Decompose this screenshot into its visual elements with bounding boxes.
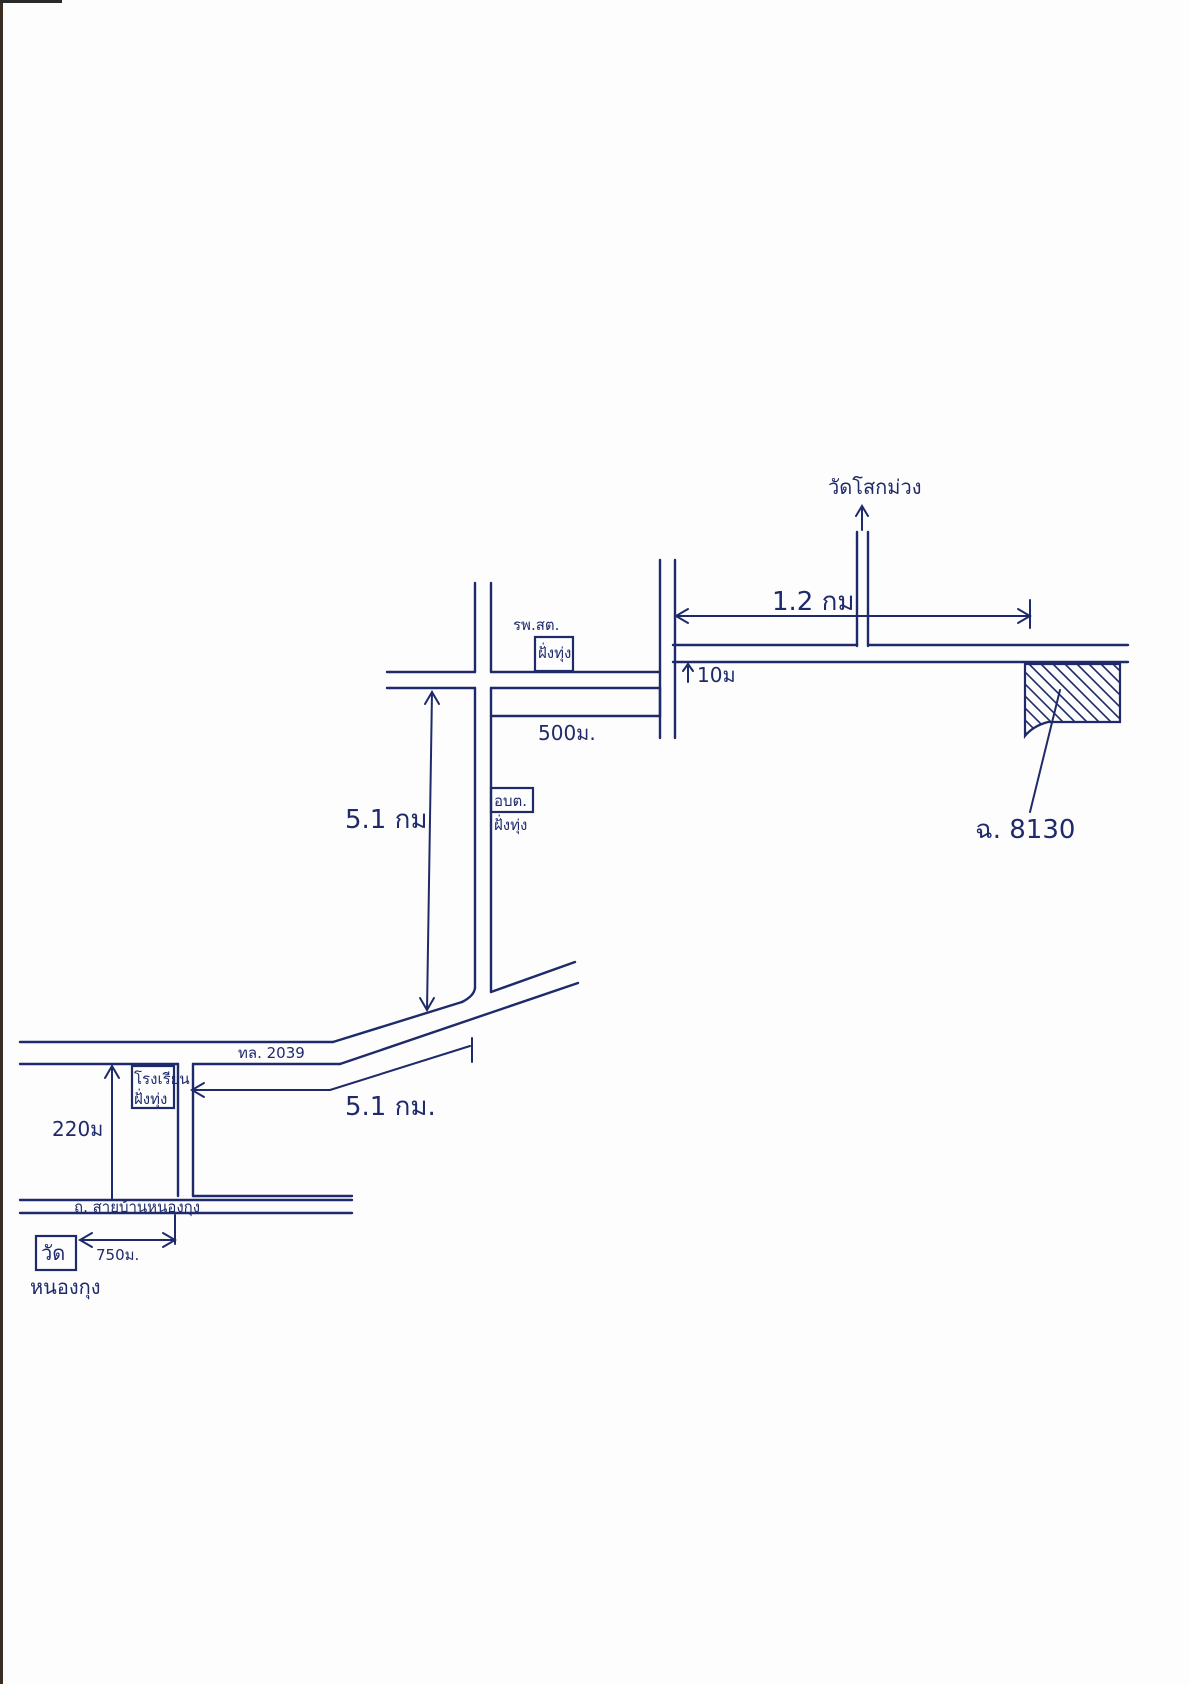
dist-5-1km-lower-label: 5.1 กม. [345,1092,436,1122]
north-road-to-temple [855,504,870,648]
dist-1-2km-label: 1.2 กม [772,587,855,617]
dist-500m-label: 500ม. [538,721,596,745]
dist-10m-label: 10ม [697,663,736,687]
sao-label-line1: อบต. [494,792,527,810]
dimension-10m [682,662,694,683]
sao-label-line2: ฝั่งทุ่ง [494,814,527,835]
east-road [671,643,1130,664]
hospital-box [533,635,575,673]
school-label-line2: ฝั่งทุ่ง [134,1088,167,1109]
hatch-line [1025,664,1074,736]
temple-south-box [34,1234,78,1272]
hospital-label-line2: ฝั่งทุ่ง [538,642,571,663]
lower-road [18,1198,354,1215]
dimension-5-1km-lower [190,1037,473,1098]
hatch-line [1100,664,1120,736]
dimension-220m [104,1064,120,1201]
dimension-1-2km [674,599,1032,629]
hatch-line [1137,664,1190,744]
hatch-line [1088,664,1120,736]
lower-road-label: ถ. สายบ้านหนองกุง [74,1198,200,1217]
sao-box [489,786,535,814]
hatch-line [1076,664,1120,736]
hatch-line [1040,664,1120,736]
parcel-label: ฉ. 8130 [975,815,1075,845]
hospital-label-line1: รพ.สต. [513,616,559,634]
highway-label: ทล. 2039 [238,1044,305,1062]
scan-top-mark [0,0,62,3]
temple-south-label-line2: หนองกุง [30,1275,101,1300]
hatch-line [1025,664,1086,736]
hatch-line [1025,664,1050,736]
central-crossroad [385,581,662,718]
hatch-line [1025,664,1026,736]
land-parcel [1023,662,1190,813]
hatch-line [1112,664,1120,736]
main-north-south-road [460,686,493,1004]
scan-left-edge [0,0,3,1684]
side-road-south [176,1062,354,1198]
dist-5-1km-vertical-label: 5.1 กม [345,805,428,835]
dimension-5-1km-vertical [419,690,440,1012]
highway-2039 [18,960,580,1066]
dimension-750m [78,1214,177,1248]
east-road-vertical-ends [658,558,677,740]
dist-220m-label: 220ม [52,1117,103,1141]
temple-south-label-line1: วัด [41,1241,65,1265]
school-label-line1: โรงเรียน [134,1070,190,1088]
hatch-line [1028,664,1110,736]
dist-750m-label: 750ม. [96,1246,139,1264]
hatch-line [1064,664,1120,736]
parcel-hatching [1025,664,1190,744]
hatch-line [1125,664,1190,744]
school-box [130,1064,176,1110]
temple-north-label: วัดโสกม่วง [828,475,921,499]
